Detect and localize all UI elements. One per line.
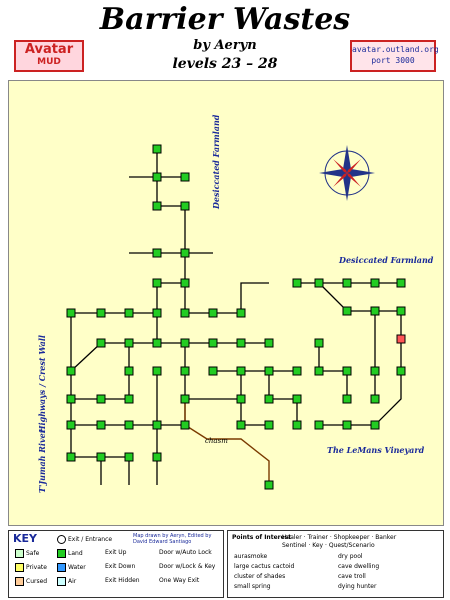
legend-title: KEY: [13, 532, 38, 545]
avatar-logo[interactable]: Avatar MUD: [14, 40, 84, 72]
map-rooms: [66, 144, 406, 490]
legend-item: Air: [57, 577, 76, 586]
poi-entry: small spring: [234, 583, 271, 590]
map-levels: levels 23 – 28: [172, 56, 278, 72]
legend-item: Private: [15, 563, 47, 572]
poi-legend-row: Healer · Trainer · Shopkeeper · Banker: [282, 534, 397, 541]
region-label: The LeMans Vineyard: [327, 445, 425, 455]
door-auto-lock-icon: Door w/Auto Lock: [159, 549, 212, 556]
legend-item: Water: [57, 563, 86, 572]
region-label: Desiccated Farmland: [338, 255, 434, 265]
poi-entry: dying hunter: [338, 583, 377, 590]
legend-item: Exit / Entrance: [57, 535, 112, 544]
poi-entry: dry pool: [338, 553, 363, 560]
poi-legend-row: Sentinel · Key · Quest/Scenario: [282, 542, 375, 549]
map-paths: [70, 149, 402, 485]
map-author: by Aeryn: [193, 38, 257, 53]
region-label: T'Jumah River: [37, 428, 47, 493]
site-port: port 3000: [371, 56, 415, 65]
region-label: Highways / Crest Wall: [37, 335, 47, 434]
map-legend: KEY Exit / Entrance Safe Land Private Wa…: [8, 530, 224, 598]
logo-subtext: MUD: [37, 57, 61, 67]
exit-hidden-icon: Exit Hidden: [105, 577, 140, 584]
map-panel: Desiccated Farmland Desiccated Farmland …: [8, 80, 444, 526]
poi-entry: large cactus cactoid: [234, 563, 295, 570]
logo-text: Avatar: [24, 42, 74, 57]
poi-entry: cluster of shades: [234, 573, 286, 580]
legend-credit: Map drawn by Aeryn, Edited by David Edwa…: [133, 533, 212, 545]
poi-entry: cave troll: [338, 573, 366, 580]
points-of-interest: Points of Interest Healer · Trainer · Sh…: [227, 530, 444, 598]
exit-up-icon: Exit Up: [105, 549, 127, 556]
legend-item: Land: [57, 549, 83, 558]
legend-item: Cursed: [15, 577, 47, 586]
map-title: Barrier Wastes: [99, 2, 351, 37]
region-label: chasm: [205, 437, 228, 445]
compass-rose-icon: [319, 145, 375, 201]
exit-down-icon: Exit Down: [105, 563, 136, 570]
poi-entry: aurasmoke: [234, 553, 268, 560]
map-canvas: Desiccated Farmland Desiccated Farmland …: [37, 114, 434, 493]
one-way-exit-icon: One Way Exit: [159, 577, 200, 584]
door-lock-key-icon: Door w/Lock & Key: [159, 563, 216, 570]
site-link[interactable]: avatar.outland.org port 3000: [350, 40, 439, 72]
region-label: Desiccated Farmland: [211, 114, 221, 210]
legend-item: Safe: [15, 549, 39, 558]
site-address: avatar.outland.org: [352, 45, 439, 54]
poi-entry: cave dwelling: [338, 563, 380, 570]
poi-header: Points of Interest: [232, 534, 292, 541]
